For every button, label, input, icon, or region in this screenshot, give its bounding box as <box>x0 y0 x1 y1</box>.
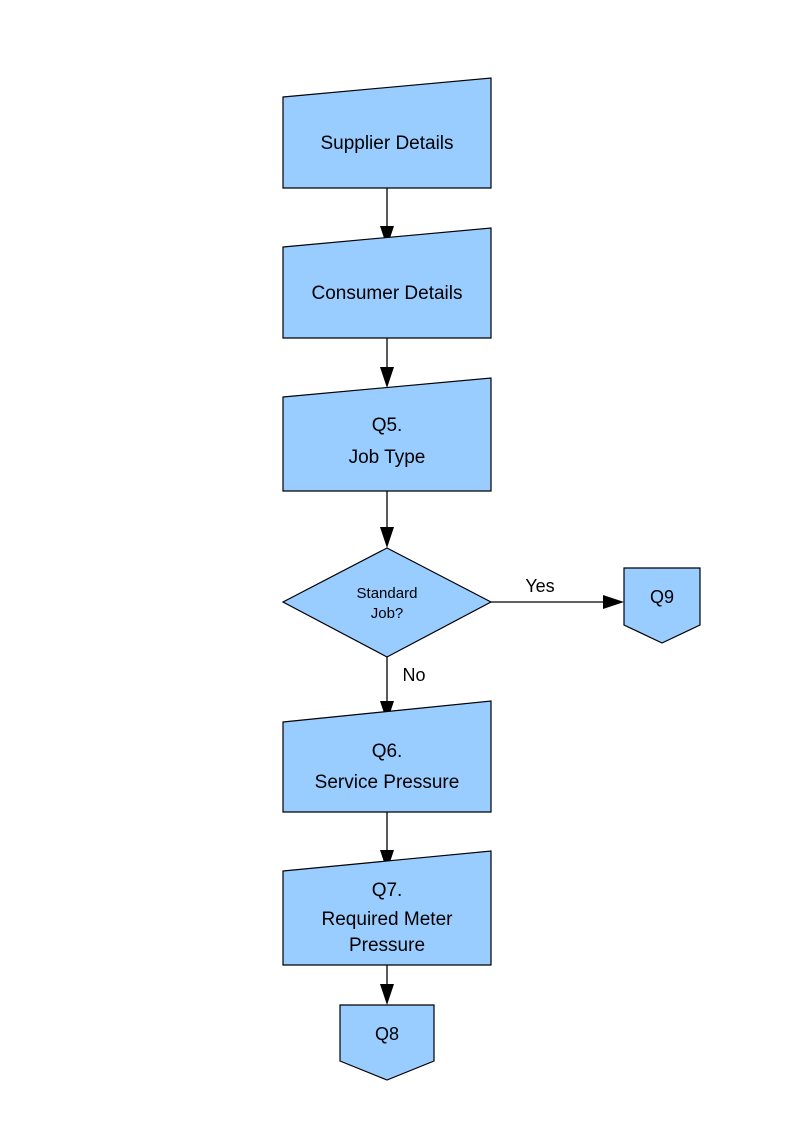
q6-service-pressure-label-line1: Q6. <box>372 741 403 762</box>
connector-supplier-to-consumer <box>380 188 394 247</box>
q6-service-pressure-shape[interactable] <box>282 700 492 813</box>
node-standard-job-decision[interactable]: Standard Job? <box>281 547 493 658</box>
node-q9[interactable]: Q9 <box>623 567 701 644</box>
node-q8[interactable]: Q8 <box>339 1004 435 1081</box>
q9-shape[interactable] <box>623 567 701 644</box>
supplier-details-label: Supplier Details <box>320 133 453 154</box>
q7-label-line3: Pressure <box>349 935 425 956</box>
q7-label-line1: Q7. <box>372 880 403 901</box>
edge-label-yes: Yes <box>525 576 554 596</box>
standard-job-decision-label-line2: Job? <box>371 605 404 622</box>
node-q7-required-meter-pressure[interactable]: Q7. Required Meter Pressure <box>282 850 492 966</box>
connector-q7-to-q8 <box>380 965 394 1005</box>
connector-q5-to-decision <box>380 491 394 548</box>
node-q6-service-pressure[interactable]: Q6. Service Pressure <box>282 700 492 813</box>
q7-label-line2: Required Meter <box>322 909 454 930</box>
node-consumer-details[interactable]: Consumer Details <box>282 227 492 339</box>
consumer-details-label: Consumer Details <box>312 283 463 304</box>
q8-label: Q8 <box>375 1024 399 1044</box>
standard-job-decision-label-line1: Standard <box>357 585 418 602</box>
q6-service-pressure-label-line2: Service Pressure <box>315 772 460 793</box>
node-supplier-details[interactable]: Supplier Details <box>282 77 492 189</box>
edge-label-no: No <box>402 665 425 685</box>
standard-job-decision-shape[interactable] <box>281 547 493 658</box>
supplier-details-shape[interactable] <box>282 77 492 189</box>
q9-label: Q9 <box>650 587 674 607</box>
q5-job-type-shape[interactable] <box>282 377 492 492</box>
node-q5-job-type[interactable]: Q5. Job Type <box>282 377 492 492</box>
connector-consumer-to-q5 <box>380 338 394 388</box>
q5-job-type-label-line2: Job Type <box>349 447 426 468</box>
q5-job-type-label-line1: Q5. <box>372 415 403 436</box>
q8-shape[interactable] <box>339 1004 435 1081</box>
consumer-details-shape[interactable] <box>282 227 492 339</box>
q7-required-meter-pressure-shape[interactable] <box>282 850 492 966</box>
connector-decision-to-q9 <box>491 595 624 609</box>
